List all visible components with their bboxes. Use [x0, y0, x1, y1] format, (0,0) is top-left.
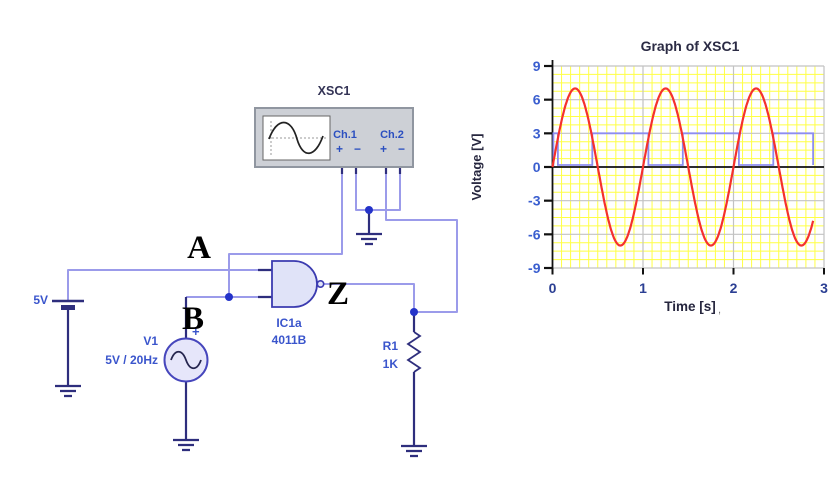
resistor[interactable]: [406, 331, 422, 373]
scope-ch2-label: Ch.2: [380, 129, 404, 141]
ch1-plus-pin[interactable]: +: [336, 142, 344, 156]
node-label-b: B: [181, 301, 204, 337]
scope-sine-icon: [268, 121, 326, 156]
gate-designator-label: IC1a: [276, 316, 302, 330]
y-tick-label: 3: [533, 125, 541, 141]
gate-input-stubs: [258, 268, 272, 299]
wire-battery-to-gate-a: [67, 269, 258, 301]
ch1-minus-pin[interactable]: −: [353, 142, 361, 156]
gate-part-label: 4011B: [271, 333, 307, 347]
wire-ch1neg-ch2neg-bus: [355, 174, 401, 211]
wires[interactable]: [67, 174, 458, 313]
scope-label: XSC1: [317, 84, 351, 98]
circuit-canvas: [52, 107, 458, 458]
y-tick-label: -3: [528, 193, 541, 209]
wire-ch2-to-output-node: [385, 174, 458, 313]
inversion-bubble: [316, 279, 325, 288]
source-polarity-mark: +: [192, 324, 200, 339]
sine-source[interactable]: [163, 337, 209, 383]
ch2-plus-pin[interactable]: +: [380, 142, 388, 156]
ch2-minus-pin[interactable]: −: [397, 142, 405, 156]
node-label-z: Z: [326, 276, 349, 312]
square-trace: [552, 132, 814, 166]
node-label-a: A: [187, 230, 211, 266]
wire-gate-output-z: [324, 283, 415, 312]
x-tick-label: 1: [639, 280, 647, 296]
graph-footnote-mark: ,: [718, 304, 722, 316]
ground-resistor: [401, 444, 427, 458]
x-tick-label: 3: [820, 280, 828, 296]
resistor-value-label: 1K: [382, 357, 398, 371]
battery-value-label: 5V: [33, 293, 48, 307]
x-tick-label: 0: [549, 280, 557, 296]
source-name-label: V1: [143, 334, 158, 348]
graph-x-axis-label: Time [s]: [664, 299, 716, 314]
scope-ch1-label: Ch.1: [333, 129, 357, 141]
junction-dot-z: [410, 308, 418, 316]
y-tick-label: 0: [533, 159, 541, 175]
x-tick-label: 2: [730, 280, 738, 296]
ground-battery: [55, 384, 81, 398]
graph-title: Graph of XSC1: [640, 38, 740, 54]
scope-ch1-pins: + −: [336, 142, 361, 156]
y-tick-label: 9: [533, 58, 541, 74]
scope-ch2-pins: + −: [380, 142, 405, 156]
y-tick-label: 6: [533, 92, 541, 108]
component-leads[interactable]: [66, 167, 416, 446]
y-tick-label: -9: [528, 260, 541, 276]
ground-scope: [356, 232, 382, 246]
sine-trace: [551, 87, 815, 247]
resistor-zigzag: [406, 331, 422, 373]
ground-symbols[interactable]: [55, 232, 427, 458]
junction-dot-b: [225, 293, 233, 301]
graph-plot-area: 9 6 3 0 -3 -6 -9 0 1 2 3: [528, 58, 828, 296]
resistor-designator-label: R1: [382, 339, 398, 353]
battery[interactable]: [52, 299, 84, 310]
junction-dot-ground: [365, 206, 373, 214]
wire-ch1-to-b-node: [228, 174, 343, 297]
oscilloscope[interactable]: [254, 107, 414, 168]
sine-glyph: [170, 350, 202, 370]
y-tick-label: -6: [528, 226, 541, 242]
ground-source: [173, 438, 199, 452]
junction-dots[interactable]: [225, 206, 418, 316]
source-value-label: 5V / 20Hz: [105, 353, 158, 367]
scope-terminal-stubs: [340, 167, 402, 174]
nand-gate[interactable]: [271, 260, 325, 308]
